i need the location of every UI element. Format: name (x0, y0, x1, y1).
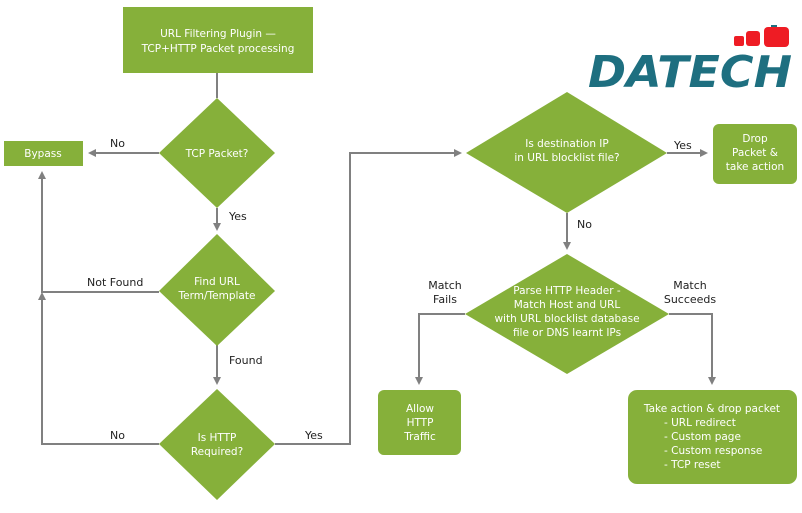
edge-label-ip-no: No (577, 218, 592, 231)
ip-blocklist-label: Is destination IP (525, 138, 609, 150)
tcp-check-decision: TCP Packet? (159, 98, 275, 208)
edge-label-find-not-found: Not Found (87, 276, 143, 289)
edge-label-tcp-no: No (110, 137, 125, 150)
edge-label-match-succeeds: Succeeds (664, 293, 717, 306)
drop-packet-label: take action (726, 161, 784, 173)
edge-label-find-found: Found (229, 354, 263, 367)
edge-label-http-no: No (110, 429, 125, 442)
drop-packet-label: Packet & (732, 147, 778, 159)
edge-parse-fails-to-allow (415, 313, 465, 385)
allow-http-label: Traffic (403, 431, 436, 443)
drop-packet-node: Drop Packet & take action (713, 124, 797, 184)
edge-find-notfound-to-bypass (38, 171, 159, 293)
edge-label-ip-yes: Yes (673, 139, 692, 152)
edge-label-http-yes: Yes (304, 429, 323, 442)
parse-header-label: Match Host and URL (514, 299, 621, 311)
take-action-title: Take action & drop packet (643, 403, 780, 415)
parse-header-label: Parse HTTP Header - (513, 285, 621, 297)
take-action-item: - Custom page (664, 431, 741, 443)
edge-label-match-fails: Fails (433, 293, 457, 306)
ip-blocklist-label: in URL blocklist file? (514, 152, 619, 164)
edge-label-match-succeeds: Match (673, 279, 707, 292)
connectors (38, 73, 716, 445)
edge-label-match-fails: Match (428, 279, 462, 292)
take-action-item: - Custom response (664, 445, 762, 457)
bypass-node: Bypass (4, 141, 83, 166)
start-node-line: URL Filtering Plugin — (160, 28, 276, 40)
http-required-decision: Is HTTP Required? (159, 389, 275, 500)
parse-header-decision: Parse HTTP Header - Match Host and URL w… (465, 254, 669, 374)
edge-parse-succeeds-to-action (669, 313, 716, 385)
logo-square-small (734, 36, 744, 46)
start-node: URL Filtering Plugin — TCP+HTTP Packet p… (123, 7, 313, 73)
parse-header-label: with URL blocklist database (494, 313, 639, 325)
drop-packet-label: Drop (742, 133, 768, 145)
edge-http-yes-to-ip (275, 149, 462, 445)
datech-logo: DATECH (588, 25, 792, 98)
ip-blocklist-decision: Is destination IP in URL blocklist file? (466, 92, 667, 213)
take-action-item: - URL redirect (664, 417, 736, 429)
logo-square-medium (746, 31, 760, 46)
tcp-check-label: TCP Packet? (185, 148, 249, 160)
edge-http-no-to-left (38, 292, 159, 445)
parse-header-label: file or DNS learnt IPs (513, 327, 621, 339)
allow-http-label: HTTP (407, 417, 434, 429)
edge-label-tcp-yes: Yes (228, 210, 247, 223)
find-url-label: Term/Template (178, 290, 256, 302)
take-action-item: - TCP reset (664, 459, 721, 471)
allow-http-node: Allow HTTP Traffic (378, 390, 461, 455)
edge-labels: No Yes Not Found Found No Yes Yes No Mat… (87, 137, 716, 442)
http-required-label: Is HTTP (198, 432, 237, 444)
find-url-label: Find URL (194, 276, 240, 288)
start-node-line: TCP+HTTP Packet processing (141, 43, 295, 55)
allow-http-label: Allow (406, 403, 434, 415)
bypass-label: Bypass (24, 148, 61, 160)
http-required-label: Required? (191, 446, 243, 458)
logo-text: DATECH (588, 47, 792, 98)
find-url-decision: Find URL Term/Template (159, 234, 275, 346)
take-action-node: Take action & drop packet - URL redirect… (628, 390, 797, 484)
logo-square-large (764, 27, 789, 47)
